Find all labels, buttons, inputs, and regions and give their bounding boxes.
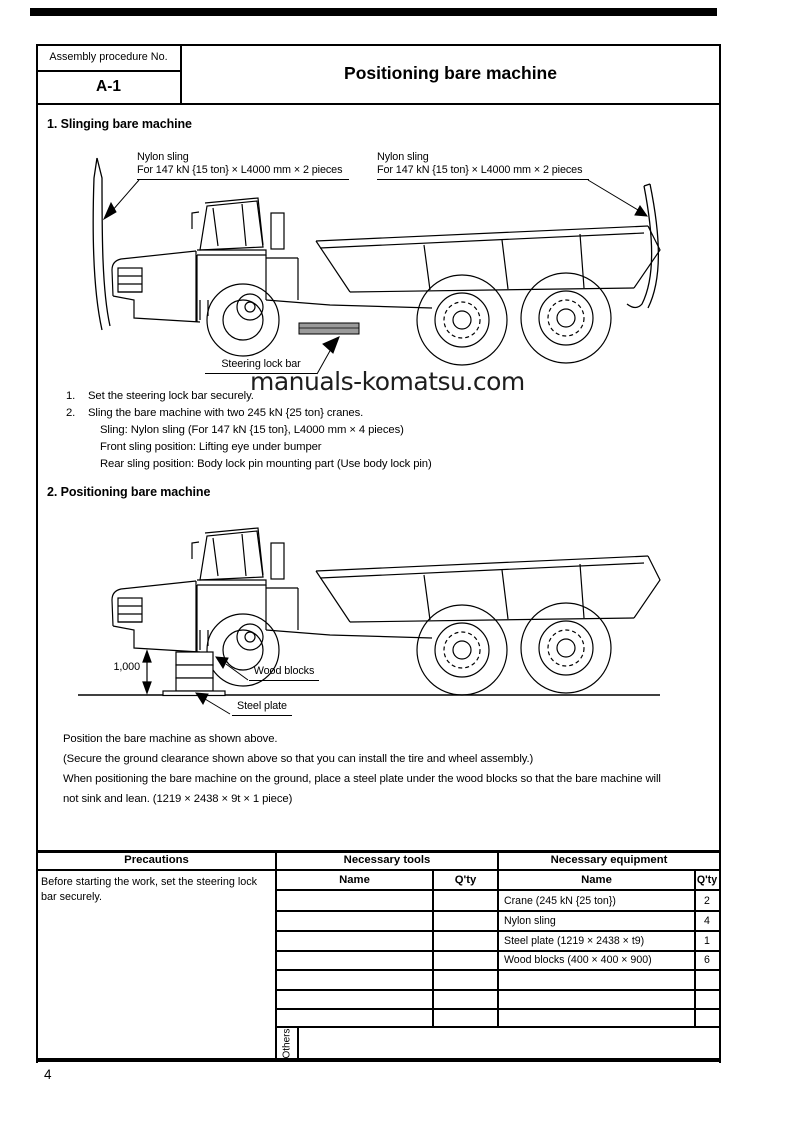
others-cell: Others [277, 1028, 297, 1058]
equipment-row-name: Nylon sling [504, 914, 556, 927]
equipment-row-name: Steel plate (1219 × 2438 × t9) [504, 934, 645, 947]
table-top-border [36, 850, 721, 853]
tools-header: Necessary tools [343, 854, 431, 866]
sling-label-left-line2: For 147 kN {15 ton} × L4000 mm × 2 piece… [137, 164, 349, 180]
left-sling [92, 157, 111, 331]
equipment-row-qty: 1 [704, 934, 710, 947]
wood-blocks [162, 651, 226, 697]
procedure-number: A-1 [96, 77, 121, 95]
equipment-qty-col-header: Q'ty [696, 874, 718, 886]
page-left-border [36, 44, 38, 1063]
steel-plate-label: Steel plate [232, 700, 292, 716]
section2-heading: 2. Positioning bare machine [47, 485, 211, 499]
steel-plate [162, 690, 226, 697]
sling-label-left-line1: Nylon sling [137, 151, 189, 163]
sling-label-right-line1: Nylon sling [377, 151, 429, 163]
step-2-number: 2. [66, 407, 76, 419]
table-line [432, 869, 434, 1028]
equipment-row-qty: 6 [704, 953, 710, 966]
equipment-header: Necessary equipment [550, 854, 668, 866]
procedure-box-divider [36, 70, 181, 72]
table-bottom-border [36, 1058, 721, 1062]
page-title: Positioning bare machine [344, 63, 557, 83]
paragraph-line-1: Position the bare machine as shown above… [63, 733, 278, 745]
steering-lock-bar [298, 322, 360, 335]
wood-blocks-label-text: Wood blocks [249, 665, 319, 681]
table-line [694, 869, 696, 1028]
others-label: Others [281, 1027, 293, 1059]
step-2-detail-front: Front sling position: Lifting eye under … [100, 441, 322, 453]
sling-label-left: Nylon sling For 147 kN {15 ton} × L4000 … [137, 151, 349, 180]
page-number: 4 [44, 1067, 52, 1082]
precautions-text: Before starting the work, set the steeri… [41, 876, 258, 903]
watermark: manuals-komatsu.com [250, 367, 525, 396]
top-black-bar [30, 8, 717, 16]
tools-name-col-header: Name [339, 874, 370, 886]
paragraph-line-3: When positioning the bare machine on the… [63, 773, 661, 785]
header-divider [180, 44, 182, 105]
step-1-number: 1. [66, 390, 76, 402]
procedure-label: Assembly procedure No. [49, 51, 168, 63]
sling-label-right-line2: For 147 kN {15 ton} × L4000 mm × 2 piece… [377, 164, 589, 180]
right-sling [626, 183, 660, 309]
equipment-row-qty: 4 [704, 914, 710, 927]
header-top-border [36, 44, 721, 46]
table-line [275, 850, 277, 1058]
sling-label-right: Nylon sling For 147 kN {15 ton} × L4000 … [377, 151, 589, 180]
dimension-arrow [142, 649, 152, 695]
header-bottom-border [36, 103, 721, 105]
equipment-row-name: Wood blocks (400 × 400 × 900) [504, 953, 652, 966]
paragraph-line-4: not sink and lean. (1219 × 2438 × 9t × 1… [63, 793, 293, 805]
table-line [36, 869, 721, 871]
section1-heading: 1. Slinging bare machine [47, 117, 192, 131]
steering-lock-label: Steering lock bar [205, 358, 317, 374]
dimension-label: 1,000 [113, 661, 140, 673]
paragraph-line-2: (Secure the ground clearance shown above… [63, 753, 534, 765]
equipment-row-name: Crane (245 kN {25 ton}) [504, 894, 616, 907]
step-1-text: Set the steering lock bar securely. [88, 390, 254, 402]
wood-blocks-label: Wood blocks [249, 665, 319, 681]
equipment-row-qty: 2 [704, 894, 710, 907]
table-line [497, 850, 499, 1028]
step-2-detail-rear: Rear sling position: Body lock pin mount… [100, 458, 432, 470]
step-2-detail-sling: Sling: Nylon sling (For 147 kN {15 ton},… [100, 424, 404, 436]
table-line [297, 1026, 299, 1058]
equipment-name-col-header: Name [581, 874, 612, 886]
steering-lock-label-text: Steering lock bar [205, 358, 317, 374]
precautions-header: Precautions [124, 854, 189, 866]
step-2-text: Sling the bare machine with two 245 kN {… [88, 407, 364, 419]
tools-qty-col-header: Q'ty [454, 874, 477, 886]
steel-plate-label-text: Steel plate [232, 700, 292, 716]
page-right-border [719, 44, 721, 1063]
